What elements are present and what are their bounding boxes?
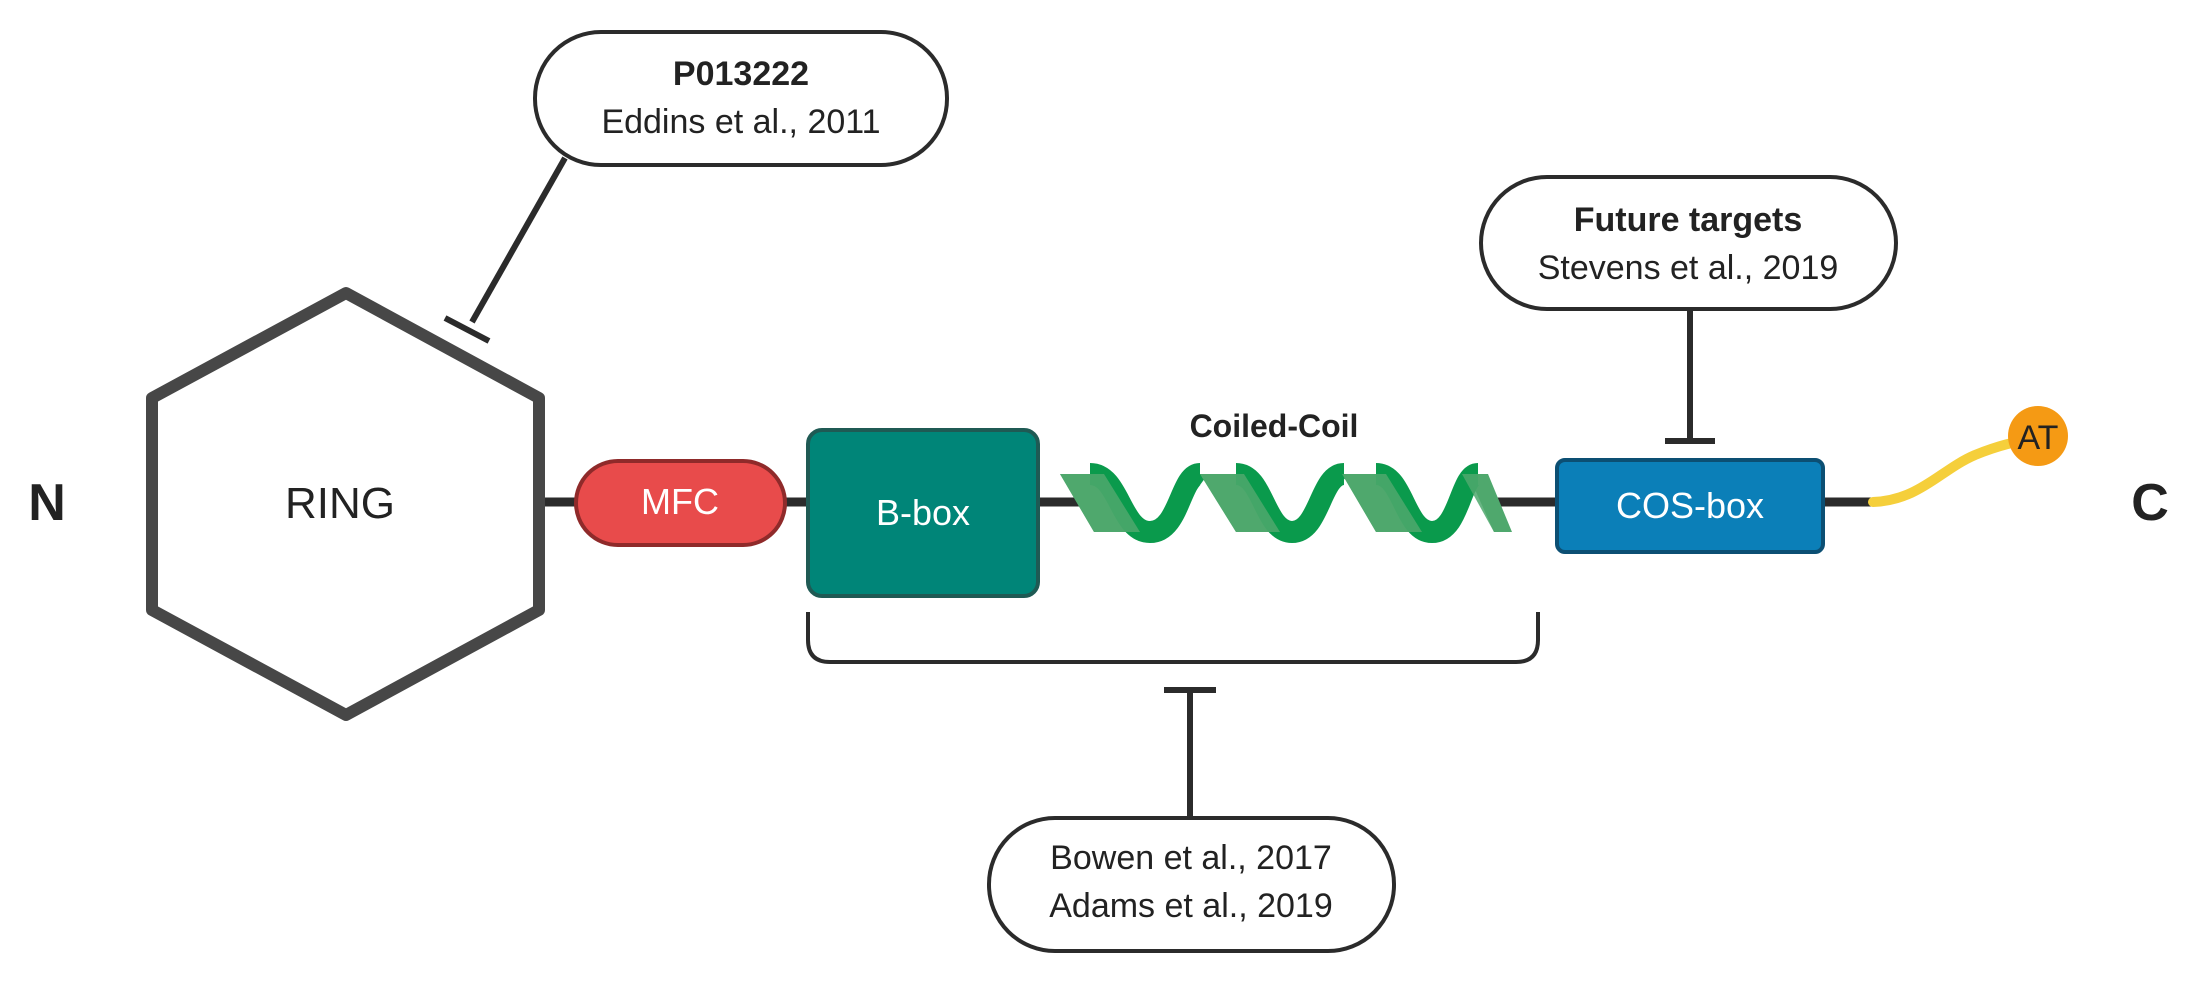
callout-title-p013222: P013222	[673, 55, 809, 93]
callout-ref-eddins: Eddins et al., 2011	[601, 103, 880, 141]
cosbox-domain	[1555, 458, 1825, 554]
bracket	[806, 612, 1540, 664]
bbox-domain	[806, 428, 1040, 598]
callout-box-stevens	[1479, 175, 1898, 311]
callout-title-future-targets: Future targets	[1574, 201, 1803, 239]
c-terminus-label: C	[2131, 474, 2169, 532]
bbox-label: B-box	[876, 492, 970, 533]
mfc-label: MFC	[641, 481, 719, 522]
at-domain	[2008, 406, 2068, 466]
callout-box-eddins	[533, 30, 949, 167]
callout-ref-stevens: Stevens et al., 2019	[1538, 249, 1839, 287]
t-bar-inhibition-icon	[1665, 310, 1715, 444]
at-label: AT	[2018, 419, 2059, 457]
coiled-coil-helix	[1060, 463, 1512, 544]
callout-box-bowen-adams	[987, 816, 1396, 953]
cosbox-label: COS-box	[1616, 485, 1764, 526]
coiled-coil-label: Coiled-Coil	[1190, 408, 1359, 444]
callout-ref-bowen: Bowen et al., 2017	[1050, 839, 1332, 877]
ring-domain	[146, 287, 545, 721]
mfc-domain	[574, 459, 787, 547]
ring-label: RING	[285, 479, 395, 528]
t-bar-inhibition-icon	[1164, 687, 1216, 816]
t-bar-inhibition-icon	[443, 156, 568, 344]
callout-ref-adams: Adams et al., 2019	[1049, 887, 1333, 925]
n-terminus-label: N	[28, 474, 66, 532]
